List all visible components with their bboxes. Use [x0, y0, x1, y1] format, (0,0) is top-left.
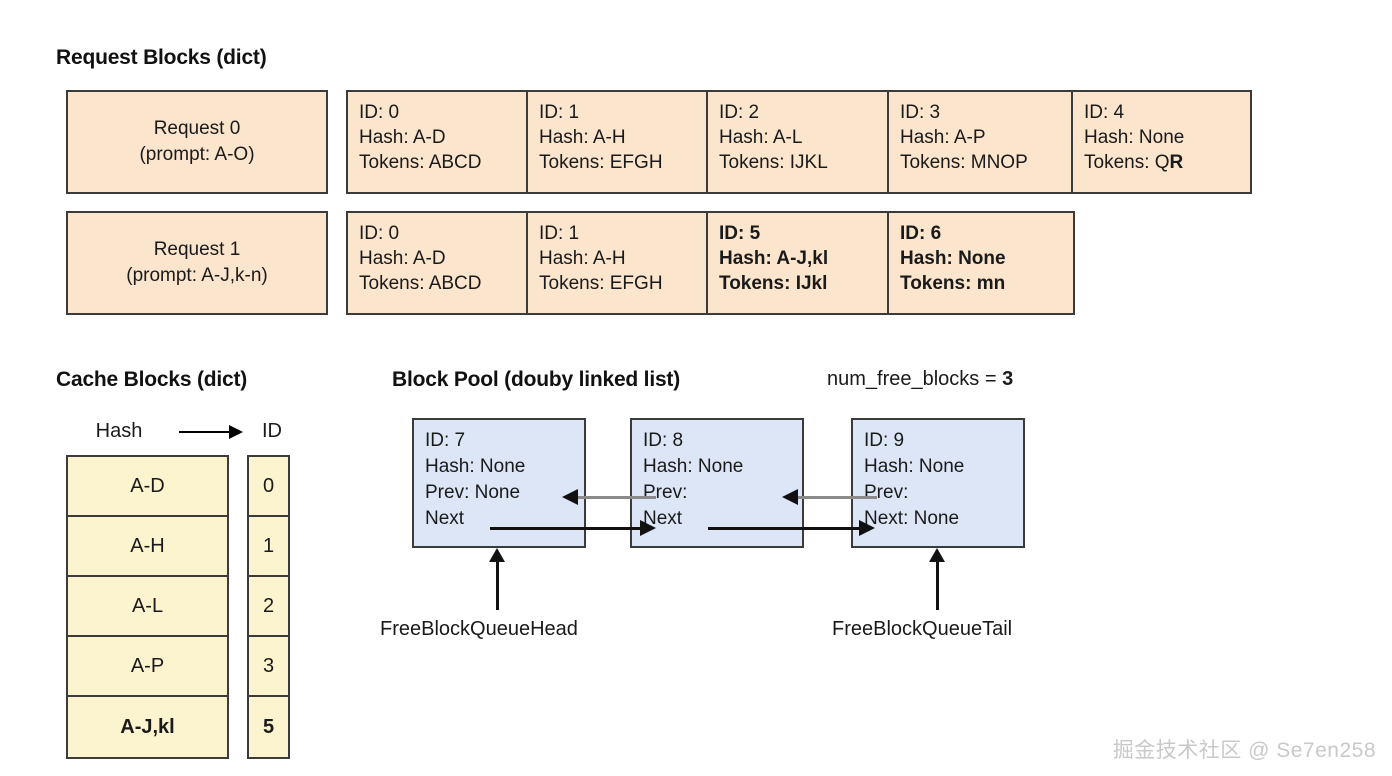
- next-pointer-arrow-7-to-8: [490, 520, 656, 536]
- request-block-r0-4[interactable]: ID: 4 Hash: None Tokens: QR: [1073, 92, 1250, 192]
- free-block-queue-head-label: FreeBlockQueueHead: [380, 618, 578, 640]
- pool-block-hash: Hash: None: [864, 456, 965, 477]
- block-hash: Hash: A-D: [359, 248, 446, 269]
- block-hash: Hash: A-P: [900, 127, 986, 148]
- request-block-r0-0[interactable]: ID: 0 Hash: A-D Tokens: ABCD: [348, 92, 528, 192]
- block-hash: Hash: A-H: [539, 127, 626, 148]
- prev-pointer-arrow-8-to-7: [562, 489, 656, 505]
- block-tokens: Tokens: IJKL: [719, 152, 828, 173]
- next-pointer-arrow-8-to-9: [708, 520, 875, 536]
- request-block-r1-0[interactable]: ID: 0 Hash: A-D Tokens: ABCD: [348, 213, 528, 313]
- request-1-blocks-strip: ID: 0 Hash: A-D Tokens: ABCD ID: 1 Hash:…: [346, 211, 1075, 315]
- pool-block-id: ID: 7: [425, 430, 466, 451]
- block-id: ID: 6: [900, 223, 942, 244]
- pool-block-prev: Prev:: [864, 482, 909, 503]
- cache-hash-cell[interactable]: A-H: [68, 517, 227, 577]
- cache-id-cell[interactable]: 1: [249, 517, 288, 577]
- pool-block-next: Next: [425, 508, 465, 529]
- request-1-label-box: Request 1 (prompt: A-J,k-n): [66, 211, 328, 315]
- block-id: ID: 1: [539, 223, 580, 244]
- pool-block-8[interactable]: ID: 8 Hash: None Prev: Next: [630, 418, 804, 548]
- arrow-right-icon: [179, 424, 243, 439]
- request-block-r0-1[interactable]: ID: 1 Hash: A-H Tokens: EFGH: [528, 92, 708, 192]
- block-tokens: Tokens: mn: [900, 273, 1006, 294]
- request-0-blocks-strip: ID: 0 Hash: A-D Tokens: ABCD ID: 1 Hash:…: [346, 90, 1252, 194]
- block-pool-title: Block Pool (douby linked list): [392, 368, 681, 391]
- block-hash: Hash: A-L: [719, 127, 803, 148]
- watermark: 掘金技术社区 @ Se7en258: [1112, 739, 1376, 762]
- block-hash: Hash: None: [1084, 127, 1185, 148]
- pool-block-prev: Prev:: [643, 482, 688, 503]
- cache-hash-cell[interactable]: A-P: [68, 637, 227, 697]
- request-0-label-line2: (prompt: A-O): [139, 144, 255, 165]
- pool-block-id: ID: 8: [643, 430, 684, 451]
- cache-id-table: 0 1 2 3 5: [247, 455, 290, 759]
- request-block-r0-3[interactable]: ID: 3 Hash: A-P Tokens: MNOP: [889, 92, 1073, 192]
- block-id: ID: 4: [1084, 102, 1125, 123]
- pool-block-next: Next: None: [864, 508, 960, 529]
- free-block-queue-tail-arrow-icon: [929, 548, 945, 610]
- cache-mapping-arrow-wrap: [172, 424, 248, 439]
- block-id: ID: 3: [900, 102, 941, 123]
- block-tokens: Tokens: IJkl: [719, 273, 828, 294]
- request-1-label-line1: Request 1: [153, 239, 241, 260]
- block-id: ID: 2: [719, 102, 760, 123]
- block-hash: Hash: A-H: [539, 248, 626, 269]
- block-tokens: Tokens: EFGH: [539, 273, 663, 294]
- cache-hash-table: A-D A-H A-L A-P A-J,kl: [66, 455, 229, 759]
- cache-id-cell[interactable]: 5: [262, 715, 275, 738]
- request-blocks-title: Request Blocks (dict): [56, 46, 267, 69]
- pool-block-hash: Hash: None: [643, 456, 744, 477]
- pool-block-7[interactable]: ID: 7 Hash: None Prev: None Next: [412, 418, 586, 548]
- cache-hash-cell[interactable]: A-J,kl: [120, 715, 175, 738]
- pool-block-prev: Prev: None: [425, 482, 521, 503]
- request-block-r1-5[interactable]: ID: 5 Hash: A-J,kl Tokens: IJkl: [708, 213, 889, 313]
- cache-hash-cell[interactable]: A-L: [68, 577, 227, 637]
- cache-id-cell[interactable]: 3: [249, 637, 288, 697]
- num-free-blocks-text: num_free_blocks =: [827, 368, 1003, 390]
- block-id: ID: 1: [539, 102, 580, 123]
- cache-table-header: Hash ID: [66, 420, 296, 443]
- request-block-r0-2[interactable]: ID: 2 Hash: A-L Tokens: IJKL: [708, 92, 889, 192]
- block-id: ID: 5: [719, 223, 761, 244]
- cache-id-cell[interactable]: 0: [249, 457, 288, 517]
- block-tokens: Tokens: EFGH: [539, 152, 663, 173]
- block-tokens: Tokens: QR: [1084, 152, 1184, 173]
- free-block-queue-head-arrow-icon: [489, 548, 505, 610]
- block-hash: Hash: None: [900, 248, 1006, 269]
- pool-block-hash: Hash: None: [425, 456, 526, 477]
- request-0-label-box: Request 0 (prompt: A-O): [66, 90, 328, 194]
- cache-blocks-title: Cache Blocks (dict): [56, 368, 248, 391]
- pool-block-9[interactable]: ID: 9 Hash: None Prev: Next: None: [851, 418, 1025, 548]
- prev-pointer-arrow-9-to-8: [782, 489, 877, 505]
- block-tokens: Tokens: ABCD: [359, 152, 482, 173]
- request-1-label-line2: (prompt: A-J,k-n): [126, 265, 268, 286]
- cache-hash-cell[interactable]: A-D: [68, 457, 227, 517]
- free-block-queue-tail-label: FreeBlockQueueTail: [832, 618, 1013, 640]
- cache-hash-column-header: Hash: [95, 420, 143, 442]
- request-block-r1-6[interactable]: ID: 6 Hash: None Tokens: mn: [889, 213, 1073, 313]
- block-hash: Hash: A-J,kl: [719, 248, 829, 269]
- block-hash: Hash: A-D: [359, 127, 446, 148]
- cache-id-cell[interactable]: 2: [249, 577, 288, 637]
- cache-id-column-header: ID: [262, 420, 282, 442]
- block-tokens: Tokens: MNOP: [900, 152, 1028, 173]
- request-block-r1-1[interactable]: ID: 1 Hash: A-H Tokens: EFGH: [528, 213, 708, 313]
- pool-block-id: ID: 9: [864, 430, 905, 451]
- request-0-label-line1: Request 0: [153, 118, 241, 139]
- num-free-blocks-label: num_free_blocks = 3: [827, 368, 1013, 391]
- block-tokens: Tokens: ABCD: [359, 273, 482, 294]
- num-free-blocks-value: 3: [1002, 368, 1014, 390]
- block-id: ID: 0: [359, 223, 400, 244]
- block-id: ID: 0: [359, 102, 400, 123]
